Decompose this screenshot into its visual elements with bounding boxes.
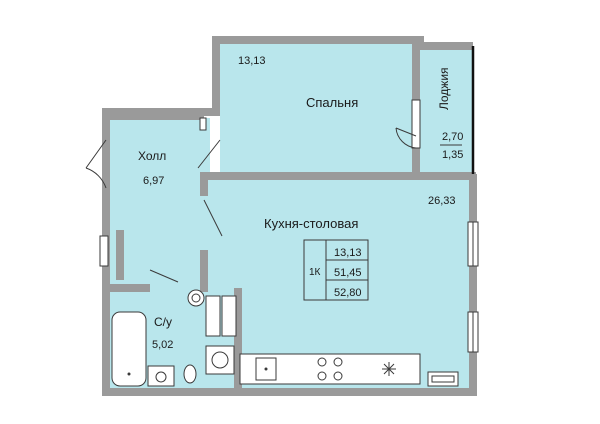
loggia-name: Лоджия bbox=[437, 67, 451, 110]
hall-area: 6,97 bbox=[143, 175, 164, 187]
kitchen-area: 26,33 bbox=[428, 195, 456, 207]
bathroom-fixtures bbox=[111, 289, 237, 387]
floor-drain bbox=[187, 289, 205, 307]
summary-living-area: 13,13 bbox=[334, 247, 362, 259]
washbasin-bowl bbox=[155, 371, 167, 383]
extractor-icon bbox=[382, 362, 396, 376]
hall-radiator bbox=[99, 235, 109, 267]
hall-name: Холл bbox=[138, 149, 166, 163]
bathtub-drain bbox=[127, 372, 131, 376]
washbasin bbox=[147, 365, 175, 387]
hall-bedroom-door-frame bbox=[199, 117, 207, 131]
entrance-door-swing bbox=[85, 139, 107, 189]
bathroom-area: 5,02 bbox=[152, 339, 173, 351]
kitchen-name: Кухня-столовая bbox=[264, 216, 358, 231]
summary-total-area: 52,80 bbox=[334, 287, 362, 299]
loggia-floor bbox=[420, 46, 472, 174]
bedroom-area: 13,13 bbox=[238, 55, 266, 67]
hob-burner-1 bbox=[317, 357, 327, 367]
balcony-door-swing bbox=[395, 127, 417, 149]
bathroom-door bbox=[149, 269, 179, 283]
washing-machine-2 bbox=[221, 295, 237, 337]
loggia-glazing bbox=[395, 46, 475, 174]
bedroom-name: Спальня bbox=[306, 95, 358, 110]
boiler-dial bbox=[211, 351, 229, 369]
hall-bedroom-door bbox=[197, 139, 221, 169]
bedroom-floor bbox=[220, 40, 416, 174]
kitchen-radiator-inner bbox=[431, 375, 455, 383]
hob-burner-3 bbox=[317, 371, 327, 381]
outer-walls bbox=[102, 36, 477, 396]
doors bbox=[85, 117, 223, 283]
summary-table bbox=[303, 239, 369, 301]
bathtub bbox=[111, 311, 147, 387]
hob-burner-2 bbox=[333, 357, 343, 367]
bedroom-balcony-door bbox=[411, 99, 421, 149]
labels: 13,13 Спальня Лоджия 2,70 1,35 Холл 6,97… bbox=[138, 55, 463, 351]
toilet bbox=[183, 364, 197, 384]
hall-floor bbox=[110, 118, 210, 288]
bathroom-name: С/у bbox=[154, 315, 172, 329]
washing-machine-1 bbox=[205, 295, 221, 337]
kitchen-floor bbox=[200, 174, 470, 388]
windows bbox=[99, 221, 479, 353]
summary-rooms-count: 1К bbox=[309, 267, 321, 278]
loggia-area-reduced: 1,35 bbox=[442, 149, 463, 161]
kitchen-fixtures bbox=[239, 353, 459, 387]
sink-drain bbox=[264, 367, 268, 371]
loggia-area-full: 2,70 bbox=[442, 131, 463, 143]
boiler bbox=[205, 345, 235, 375]
summary-box bbox=[303, 239, 369, 301]
hob-burner-4 bbox=[333, 371, 343, 381]
summary-total-reduced: 51,45 bbox=[334, 267, 362, 279]
floor-drain-inner bbox=[191, 293, 201, 303]
hall-kitchen-door bbox=[203, 199, 223, 237]
